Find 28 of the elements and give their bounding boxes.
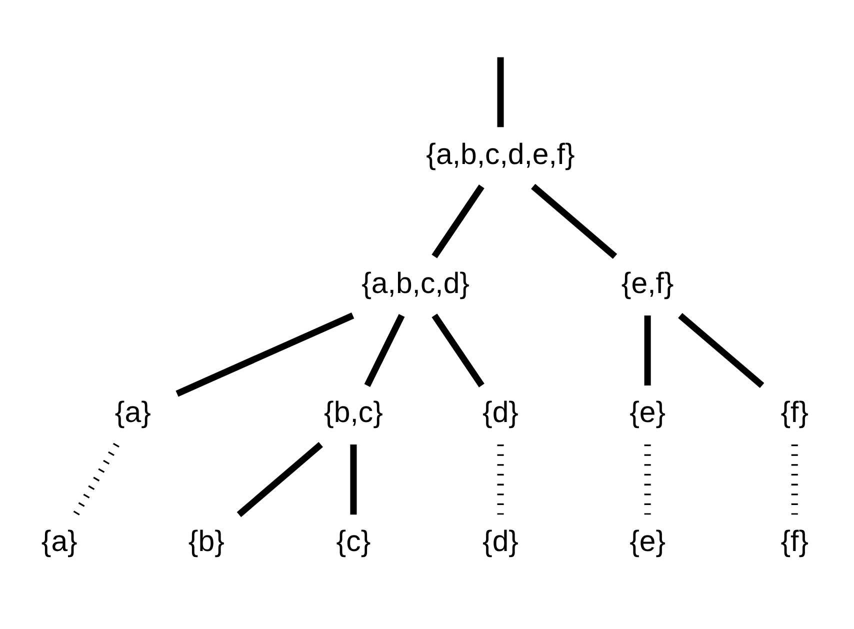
- connector: [432, 314, 484, 388]
- connector: [350, 444, 357, 515]
- connector: [236, 442, 323, 518]
- node-text: {f}: [780, 396, 809, 430]
- connector: [531, 184, 618, 259]
- node-text: {d}: [482, 525, 519, 558]
- node-text: {b,c}: [324, 396, 383, 430]
- node-text: {d}: [482, 396, 519, 430]
- connector: [497, 444, 504, 515]
- connector: [644, 444, 651, 515]
- node-text: {a}: [41, 525, 78, 558]
- node-text: {a,b,c,d,e,f}: [426, 138, 575, 172]
- node-text: {f}: [780, 525, 809, 558]
- connector: [432, 184, 484, 258]
- connector: [364, 314, 405, 387]
- node-text: {e}: [630, 525, 666, 558]
- connector: [791, 444, 798, 515]
- node-text: {e,f}: [621, 267, 674, 300]
- connector: [176, 312, 354, 397]
- node-text: {a}: [114, 396, 151, 430]
- node-text: {b}: [188, 525, 224, 558]
- node-text: {e}: [630, 396, 666, 430]
- connector: [72, 442, 120, 516]
- node-text: {a,b,c,d}: [362, 267, 470, 300]
- connector: [678, 312, 764, 388]
- node-text: {c}: [336, 525, 371, 558]
- connector: [644, 315, 651, 386]
- connector: [497, 57, 504, 128]
